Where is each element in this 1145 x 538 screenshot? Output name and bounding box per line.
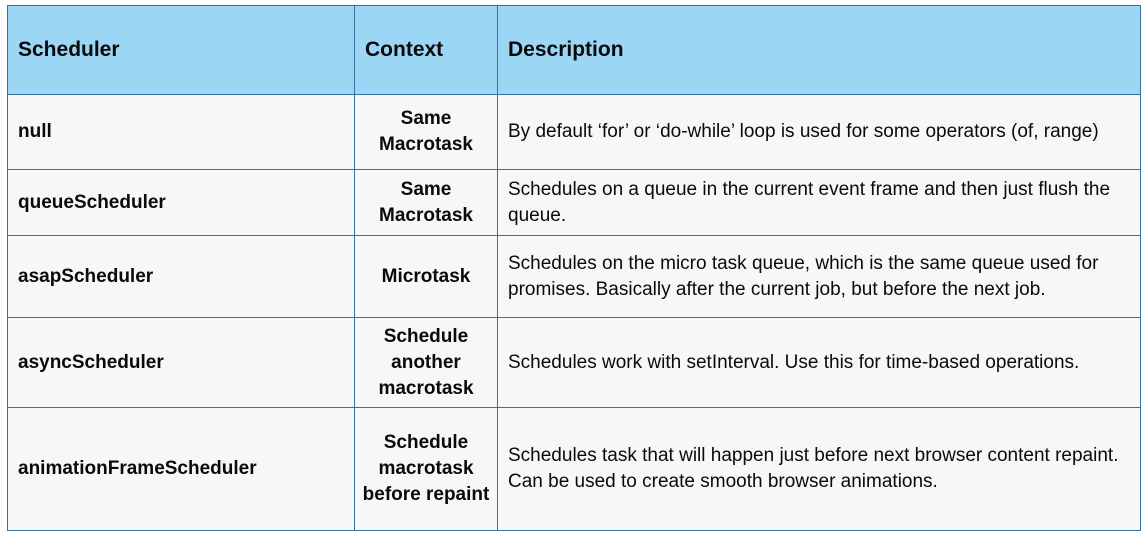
table-header-row: Scheduler Context Description xyxy=(7,5,1141,95)
scheduler-cell: queueScheduler xyxy=(7,169,355,236)
table-row: animationFrameScheduler Schedule macrota… xyxy=(7,407,1141,531)
context-cell: Microtask xyxy=(354,235,498,318)
context-cell: Schedule macrotask before repaint xyxy=(354,407,498,531)
scheduler-cell: asyncScheduler xyxy=(7,317,355,408)
table-row: asapScheduler Microtask Schedules on the… xyxy=(7,235,1141,318)
description-cell: Schedules task that will happen just bef… xyxy=(497,407,1141,531)
description-cell: By default ‘for’ or ‘do-while’ loop is u… xyxy=(497,94,1141,170)
context-cell: Same Macrotask xyxy=(354,169,498,236)
description-cell: Schedules on a queue in the current even… xyxy=(497,169,1141,236)
description-cell: Schedules on the micro task queue, which… xyxy=(497,235,1141,318)
header-scheduler: Scheduler xyxy=(7,5,355,95)
table-row: asyncScheduler Schedule another macrotas… xyxy=(7,317,1141,408)
scheduler-table: Scheduler Context Description null Same … xyxy=(7,5,1141,531)
context-cell: Same Macrotask xyxy=(354,94,498,170)
scheduler-cell: asapScheduler xyxy=(7,235,355,318)
header-context: Context xyxy=(354,5,498,95)
scheduler-cell: null xyxy=(7,94,355,170)
scheduler-cell: animationFrameScheduler xyxy=(7,407,355,531)
table-row: queueScheduler Same Macrotask Schedules … xyxy=(7,169,1141,236)
context-cell: Schedule another macrotask xyxy=(354,317,498,408)
scheduler-table-container: Scheduler Context Description null Same … xyxy=(7,5,1141,531)
description-cell: Schedules work with setInterval. Use thi… xyxy=(497,317,1141,408)
table-row: null Same Macrotask By default ‘for’ or … xyxy=(7,94,1141,170)
header-description: Description xyxy=(497,5,1141,95)
